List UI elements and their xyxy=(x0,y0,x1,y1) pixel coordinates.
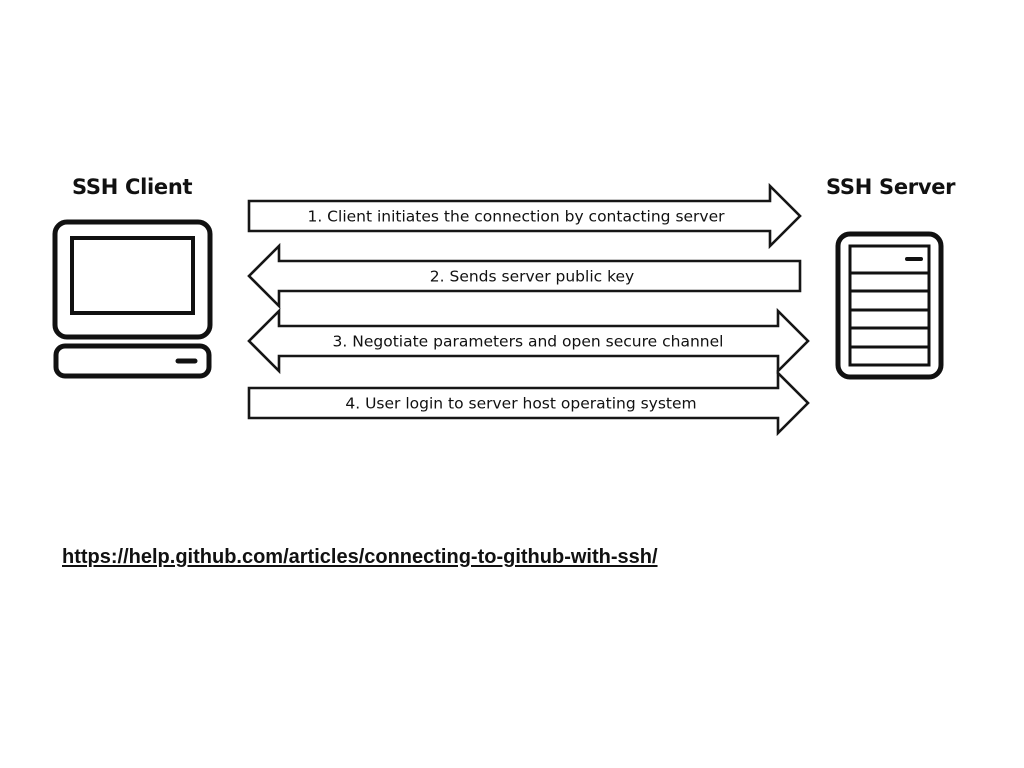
step-label-3: 3. Negotiate parameters and open secure … xyxy=(333,333,724,351)
ssh-server-title: SSH Server xyxy=(826,175,956,199)
ssh-client-title: SSH Client xyxy=(72,175,193,199)
server-rack-icon xyxy=(835,231,944,380)
step-arrow-1: 1. Client initiates the connection by co… xyxy=(247,182,802,250)
step-label-4: 4. User login to server host operating s… xyxy=(345,395,696,413)
step-label-1: 1. Client initiates the connection by co… xyxy=(307,208,725,226)
step-arrow-2: 2. Sends server public key xyxy=(247,242,802,310)
step-label-2: 2. Sends server public key xyxy=(430,268,634,286)
step-arrow-4: 4. User login to server host operating s… xyxy=(247,369,810,437)
step-arrow-shape-1 xyxy=(247,182,802,250)
step-arrow-shape-3 xyxy=(247,307,810,375)
desktop-computer-icon xyxy=(52,219,213,379)
source-url-link[interactable]: https://help.github.com/articles/connect… xyxy=(62,546,658,568)
step-arrow-shape-4 xyxy=(247,369,810,437)
step-arrow-3: 3. Negotiate parameters and open secure … xyxy=(247,307,810,375)
step-arrow-shape-2 xyxy=(247,242,802,310)
